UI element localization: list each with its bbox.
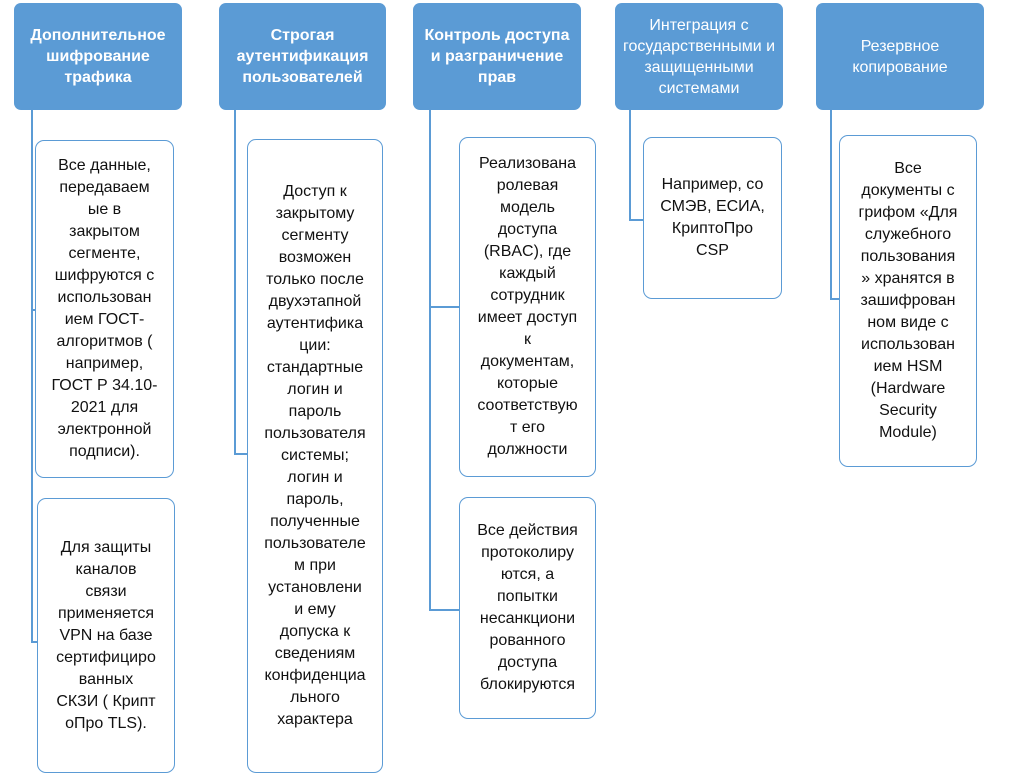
connector-4-branch-1 [629,219,644,221]
connector-1-branch-2 [31,641,37,643]
connector-2-branch-1 [234,453,248,455]
connector-3-branch-2 [429,609,460,611]
connector-4 [629,110,631,220]
column-3-header: Контроль доступа и разграничение прав [413,3,581,110]
column-4-header: Интеграция с государственными и защищенн… [615,3,783,110]
column-1-card-1: Все данные, передаваем ые в закрытом сег… [35,140,174,478]
column-1-header: Дополнительное шифрование трафика [14,3,182,110]
column-4-card-1: Например, со СМЭВ, ЕСИА, КриптоПро CSP [643,137,782,299]
connector-2 [234,110,236,454]
column-5-header: Резервное копирование [816,3,984,110]
connector-5 [830,110,832,299]
column-1-card-2: Для защиты каналов связи применяется VPN… [37,498,175,773]
column-3-card-1: Реализована ролевая модель доступа (RBAC… [459,137,596,477]
column-5-card-1: Все документы с грифом «Для служебного п… [839,135,977,467]
connector-3 [429,110,431,610]
column-2-card-1: Доступ к закрытому сегменту возможен тол… [247,139,383,773]
connector-1 [31,110,33,642]
column-2-header: Строгая аутентификация пользователей [219,3,386,110]
column-3-card-2: Все действия протоколиру ются, а попытки… [459,497,596,719]
connector-1-branch-1 [31,309,36,311]
connector-3-branch-1 [429,306,460,308]
connector-5-branch-1 [830,298,840,300]
